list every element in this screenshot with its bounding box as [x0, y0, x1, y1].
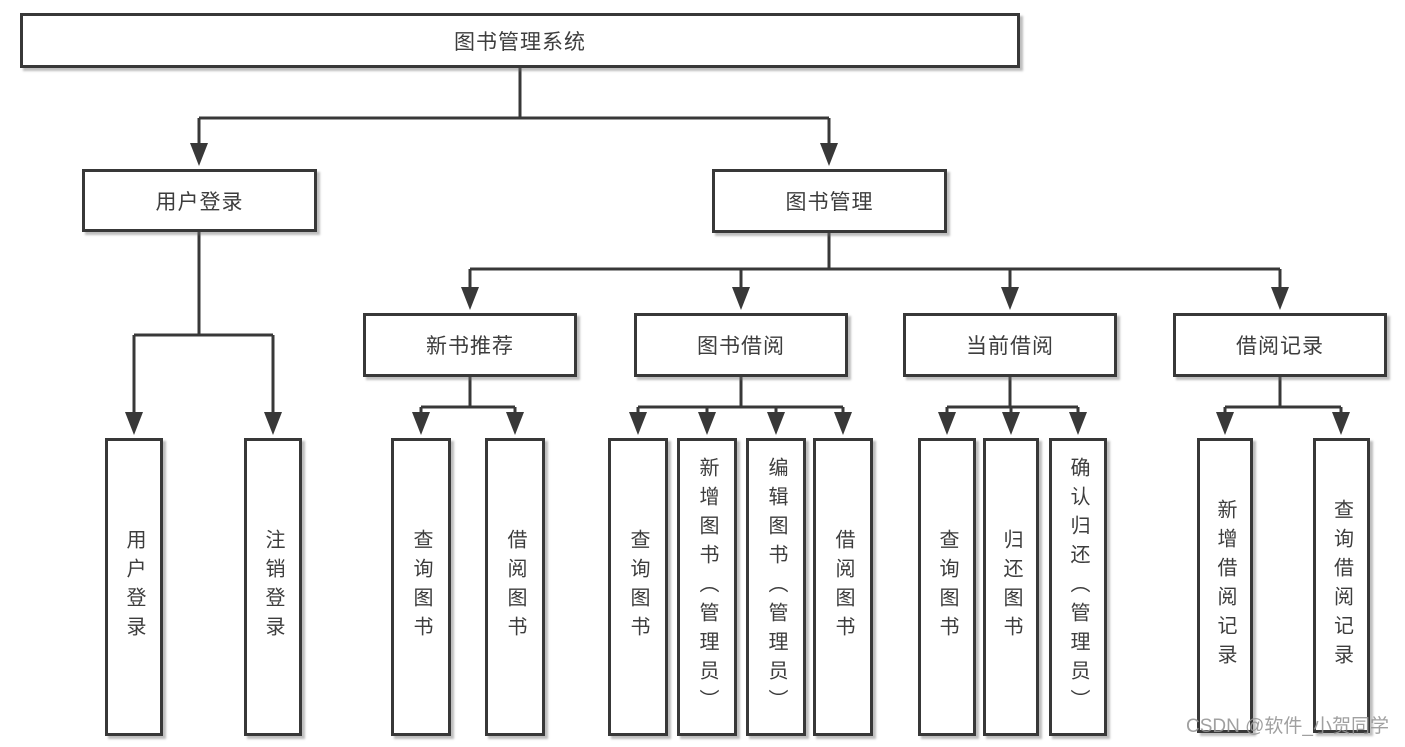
node-book-borrow-label: 图书借阅	[697, 335, 785, 358]
node-root-label: 图书管理系统	[454, 30, 586, 54]
leaf-add-borrow-record: 新增借阅记录	[1197, 438, 1253, 733]
node-borrow-records: 借阅记录	[1173, 313, 1387, 377]
arrowhead-icon	[820, 143, 838, 166]
connector-records-to-leaves	[1216, 377, 1350, 435]
leaf-add-book-admin-label: 新增图书（管理员）	[696, 456, 718, 718]
leaf-query-books-borrow: 查询图书	[608, 438, 668, 736]
connector-current-to-leaves	[938, 377, 1087, 435]
leaf-query-books-current-label: 查询图书	[936, 529, 958, 645]
leaf-return-book: 归还图书	[983, 438, 1039, 736]
leaf-user-login: 用户登录	[105, 438, 163, 736]
arrowhead-icon	[938, 412, 956, 435]
leaf-add-book-admin: 新增图书（管理员）	[677, 438, 737, 736]
leaf-query-borrow-record-label: 查询借阅记录	[1330, 498, 1353, 673]
leaf-query-books-borrow-label: 查询图书	[627, 529, 649, 645]
arrowhead-icon	[732, 287, 750, 310]
leaf-confirm-return-admin: 确认归还（管理员）	[1049, 438, 1107, 736]
arrowhead-icon	[1216, 412, 1234, 435]
node-root: 图书管理系统	[20, 13, 1020, 68]
node-book-borrow: 图书借阅	[634, 313, 848, 377]
arrowhead-icon	[767, 412, 785, 435]
arrowhead-icon	[506, 412, 524, 435]
arrowhead-icon	[461, 287, 479, 310]
arrowhead-icon	[834, 412, 852, 435]
leaf-logout: 注销登录	[244, 438, 302, 736]
csdn-watermark: CSDN @软件_小贺同学	[1186, 716, 1389, 737]
connector-borrow-to-leaves	[629, 377, 852, 435]
node-new-book-recommend: 新书推荐	[363, 313, 577, 377]
leaf-user-login-label: 用户登录	[123, 529, 145, 645]
arrowhead-icon	[1001, 287, 1019, 310]
connector-recommend-to-leaves	[412, 377, 524, 435]
connector-root-to-level2	[190, 68, 838, 166]
leaf-borrow-books-borrow: 借阅图书	[813, 438, 873, 736]
leaf-edit-book-admin: 编辑图书（管理员）	[746, 438, 806, 736]
node-book-management-label: 图书管理	[785, 191, 874, 214]
arrowhead-icon	[264, 412, 282, 435]
leaf-query-books-recommend-label: 查询图书	[410, 529, 432, 645]
arrowhead-icon	[629, 412, 647, 435]
leaf-query-books-recommend: 查询图书	[391, 438, 451, 736]
leaf-confirm-return-admin-label: 确认归还（管理员）	[1067, 456, 1089, 718]
arrowhead-icon	[1271, 287, 1289, 310]
node-new-book-recommend-label: 新书推荐	[426, 335, 514, 358]
leaf-borrow-books-borrow-label: 借阅图书	[832, 529, 854, 645]
leaf-borrow-books-recommend: 借阅图书	[485, 438, 545, 736]
arrowhead-icon	[412, 412, 430, 435]
arrowhead-icon	[125, 412, 143, 435]
leaf-return-book-label: 归还图书	[1000, 529, 1022, 645]
arrowhead-icon	[1332, 412, 1350, 435]
node-user-login-label: 用户登录	[155, 190, 244, 214]
leaf-query-borrow-record: 查询借阅记录	[1313, 438, 1370, 733]
leaf-add-borrow-record-label: 新增借阅记录	[1214, 498, 1236, 673]
arrowhead-icon	[1002, 412, 1020, 435]
arrowhead-icon	[190, 143, 208, 166]
connector-login-to-leaves	[125, 232, 282, 435]
arrowhead-icon	[698, 412, 716, 435]
node-user-login: 用户登录	[82, 169, 317, 232]
leaf-query-books-current: 查询图书	[918, 438, 976, 736]
leaf-logout-label: 注销登录	[262, 529, 284, 645]
node-book-management: 图书管理	[712, 169, 947, 233]
leaf-borrow-books-recommend-label: 借阅图书	[504, 529, 526, 645]
connector-mgmt-to-level3	[461, 233, 1289, 310]
node-borrow-records-label: 借阅记录	[1236, 335, 1324, 358]
node-current-borrow-label: 当前借阅	[966, 335, 1054, 358]
leaf-edit-book-admin-label: 编辑图书（管理员）	[765, 456, 787, 718]
arrowhead-icon	[1069, 412, 1087, 435]
node-current-borrow: 当前借阅	[903, 313, 1117, 377]
